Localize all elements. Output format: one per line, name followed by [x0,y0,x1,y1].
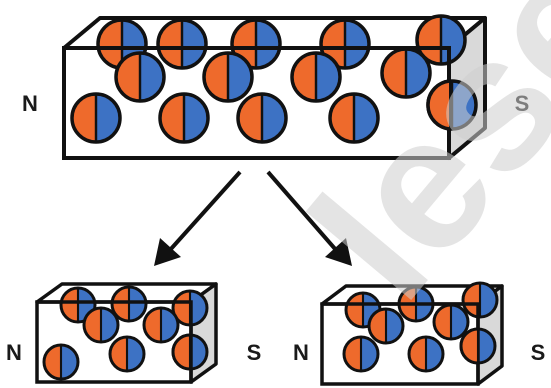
magnetic-domain [290,51,342,103]
right-magnet-south-label: S [531,340,546,365]
big-magnet-front-domains [70,47,449,144]
magnetic-domain [202,51,254,103]
magnetic-domain [236,92,288,144]
magnetic-domain [108,335,146,373]
magnetic-domain [426,79,449,131]
split-arrows [154,170,352,266]
magnetic-domain [367,307,405,345]
right-magnet: N S [293,281,546,386]
magnetic-domain [380,47,432,99]
big-magnet-south-label: S [515,91,530,116]
magnetic-domain [156,18,208,70]
magnetic-domain [342,335,380,373]
left-magnet: N S [6,282,262,384]
magnetic-domain [171,333,191,371]
big-magnet-north-label: N [22,91,38,116]
left-magnet-south-label: S [247,340,262,365]
magnetic-domain [114,51,166,103]
right-magnet-front-domains [342,303,478,373]
left-magnet-north-label: N [6,340,22,365]
watermark: lese [272,0,551,336]
magnetic-domain [407,335,445,373]
magnetic-domain [459,327,478,365]
left-magnet-front-domains [42,306,191,381]
magnetic-domain [461,281,499,319]
arrow-right-shaft [266,170,338,252]
magnetic-domain [328,92,380,144]
arrow-right-head [325,238,352,266]
arrow-left-shaft [168,170,242,252]
magnetic-domain [432,303,470,341]
magnetic-domain [230,18,282,70]
arrow-left-head [154,238,181,266]
right-magnet-north-label: N [293,340,309,365]
magnetic-domain [158,92,210,144]
magnetic-domain [42,343,80,381]
big-magnet-back-domains [96,14,478,131]
big-magnet: N S [22,14,530,160]
magnetic-domain [82,306,120,344]
magnetic-domain [70,92,122,144]
magnetic-domain [110,285,148,323]
magnetic-domain [142,306,180,344]
